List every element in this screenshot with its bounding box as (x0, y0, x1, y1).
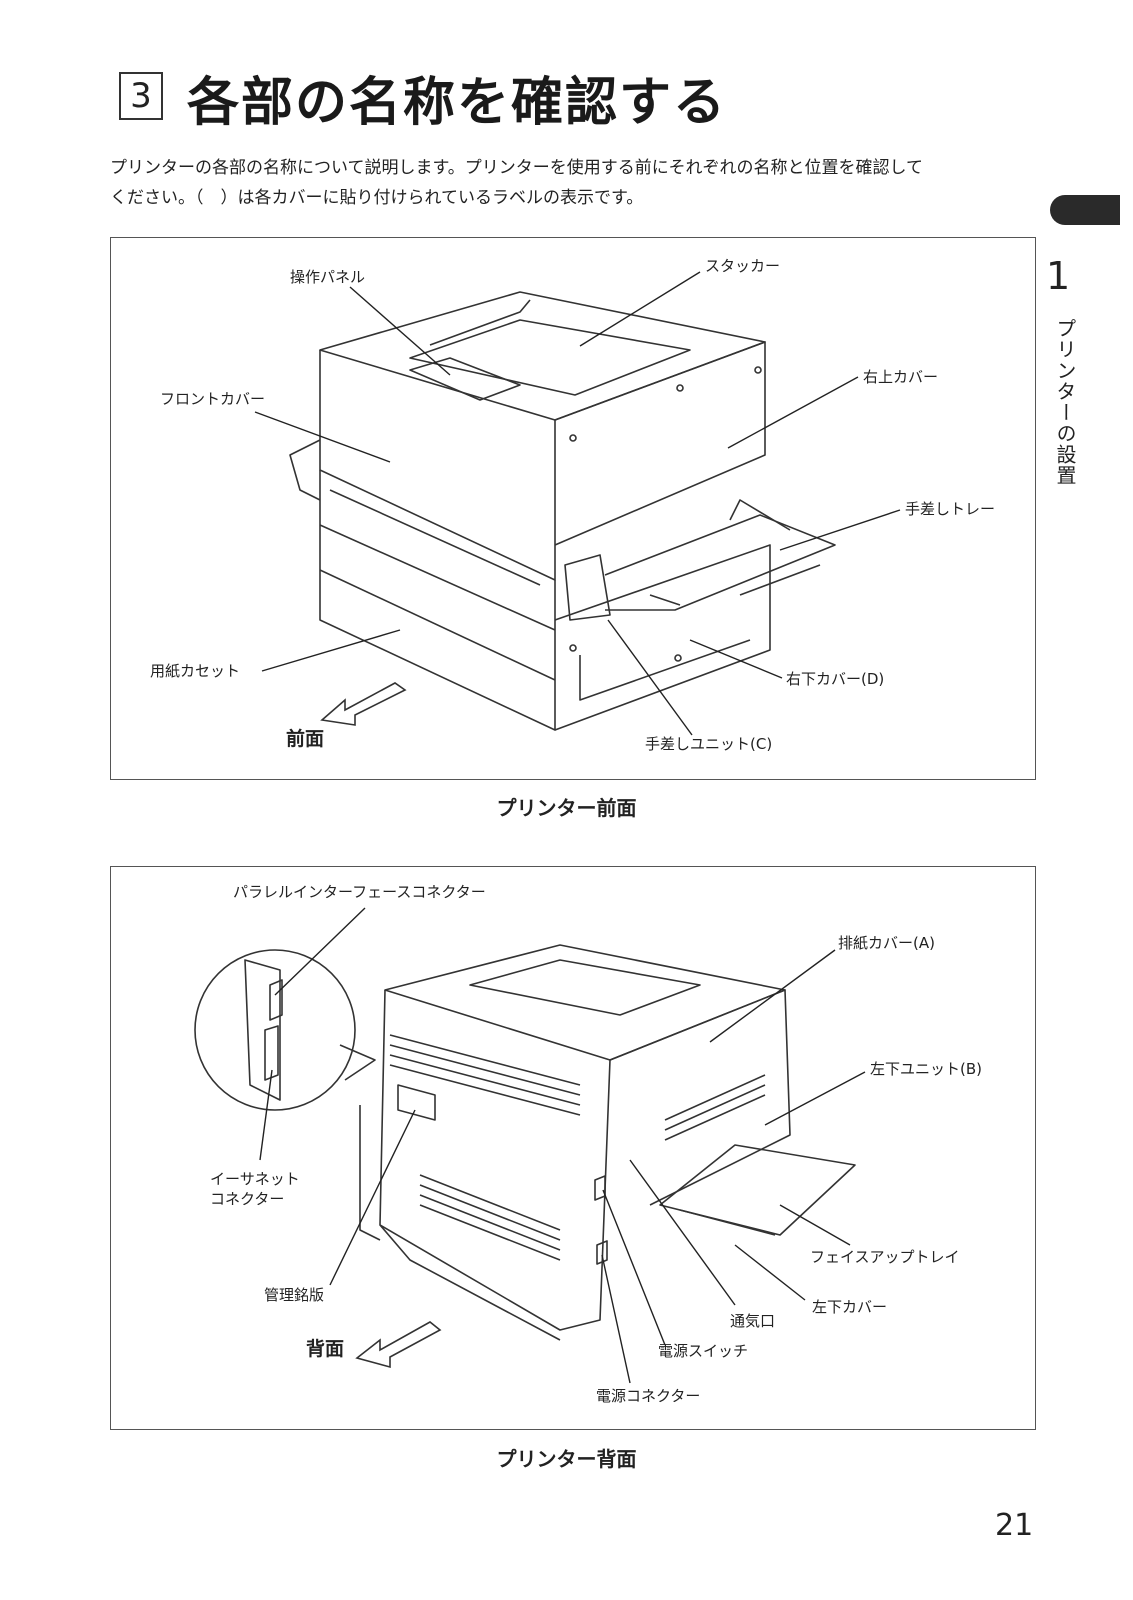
intro-line-1: プリンターの各部の名称について説明します。プリンターを使用する前にそれぞれの名称… (110, 158, 923, 178)
chapter-tab (1050, 195, 1120, 225)
label-left-lower-cover: 左下カバー (812, 1298, 888, 1316)
label-ethernet-line2: コネクター (210, 1190, 285, 1208)
label-output-cover: 排紙カバー(A) (838, 934, 935, 952)
intro-line-2: ください。（ ）は各カバーに貼り付けられているラベルの表示です。 (110, 188, 644, 208)
label-manual-unit: 手差しユニット(C) (645, 735, 773, 753)
rear-direction-label: 背面 (306, 1338, 345, 1360)
page-title: 各部の名称を確認する (187, 73, 728, 133)
label-right-lower-cover: 右下カバー(D) (786, 670, 885, 688)
label-ethernet-line1: イーサネット (210, 1170, 300, 1188)
label-face-up-tray: フェイスアップトレイ (810, 1248, 960, 1266)
label-vent: 通気口 (730, 1312, 776, 1330)
section-number-box: 3 (119, 72, 163, 120)
label-rating-plate: 管理銘版 (264, 1286, 325, 1304)
label-right-upper-cover: 右上カバー (863, 368, 939, 386)
rear-figure-frame (110, 866, 1036, 1430)
label-power-connector: 電源コネクター (596, 1387, 701, 1405)
label-manual-tray: 手差しトレー (905, 500, 996, 518)
label-paper-cassette: 用紙カセット (150, 662, 241, 680)
label-operation-panel: 操作パネル (290, 268, 366, 286)
label-front-cover: フロントカバー (160, 390, 266, 408)
label-left-lower-unit: 左下ユニット(B) (870, 1060, 982, 1078)
page-number: 21 (995, 1508, 1034, 1543)
label-parallel-connector: パラレルインターフェースコネクター (233, 883, 486, 901)
chapter-title: プリンターの設置 (1053, 318, 1077, 486)
label-power-switch: 電源スイッチ (658, 1342, 749, 1360)
label-stacker: スタッカー (705, 257, 781, 275)
rear-figure-caption: プリンター背面 (496, 1447, 637, 1471)
front-figure-frame (110, 237, 1036, 780)
front-figure-caption: プリンター前面 (496, 796, 637, 820)
front-direction-label: 前面 (286, 728, 325, 750)
chapter-number: 1 (1046, 254, 1071, 298)
